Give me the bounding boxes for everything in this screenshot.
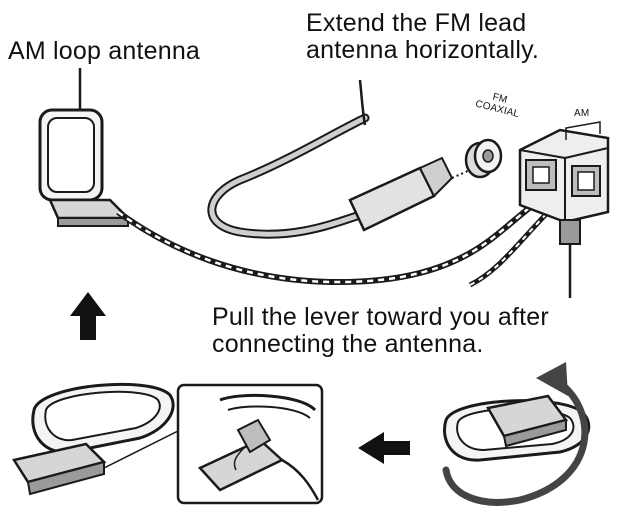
am-terminal-label: AM (574, 108, 590, 120)
am-terminal-text: AM (574, 108, 590, 119)
am-lead-wire (116, 197, 557, 288)
am-loop-antenna-illustration (38, 108, 132, 227)
assembled-am-antenna-illustration (11, 382, 201, 496)
left-arrow-icon (358, 432, 410, 464)
am-loop-antenna-text: AM loop antenna (8, 37, 201, 65)
rotating-am-antenna-illustration (442, 362, 591, 506)
am-loop-antenna-label: AM loop antenna (8, 38, 200, 65)
fm-instruction-line-2: antenna horizontally. (306, 36, 540, 64)
fm-lead-antenna-illustration (207, 79, 503, 239)
lever-instruction-line-1: Pull the lever toward you after (212, 303, 549, 331)
lever-detail-inset (176, 383, 324, 505)
lever-instruction-line-2: connecting the antenna. (212, 330, 484, 358)
lever-instruction-label: Pull the lever toward you after connecti… (212, 304, 549, 358)
antenna-terminal-block (518, 121, 610, 298)
fm-instruction-label: Extend the FM lead antenna horizontally. (306, 10, 539, 64)
fm-instruction-line-1: Extend the FM lead (306, 9, 527, 37)
up-arrow-icon (70, 292, 106, 340)
